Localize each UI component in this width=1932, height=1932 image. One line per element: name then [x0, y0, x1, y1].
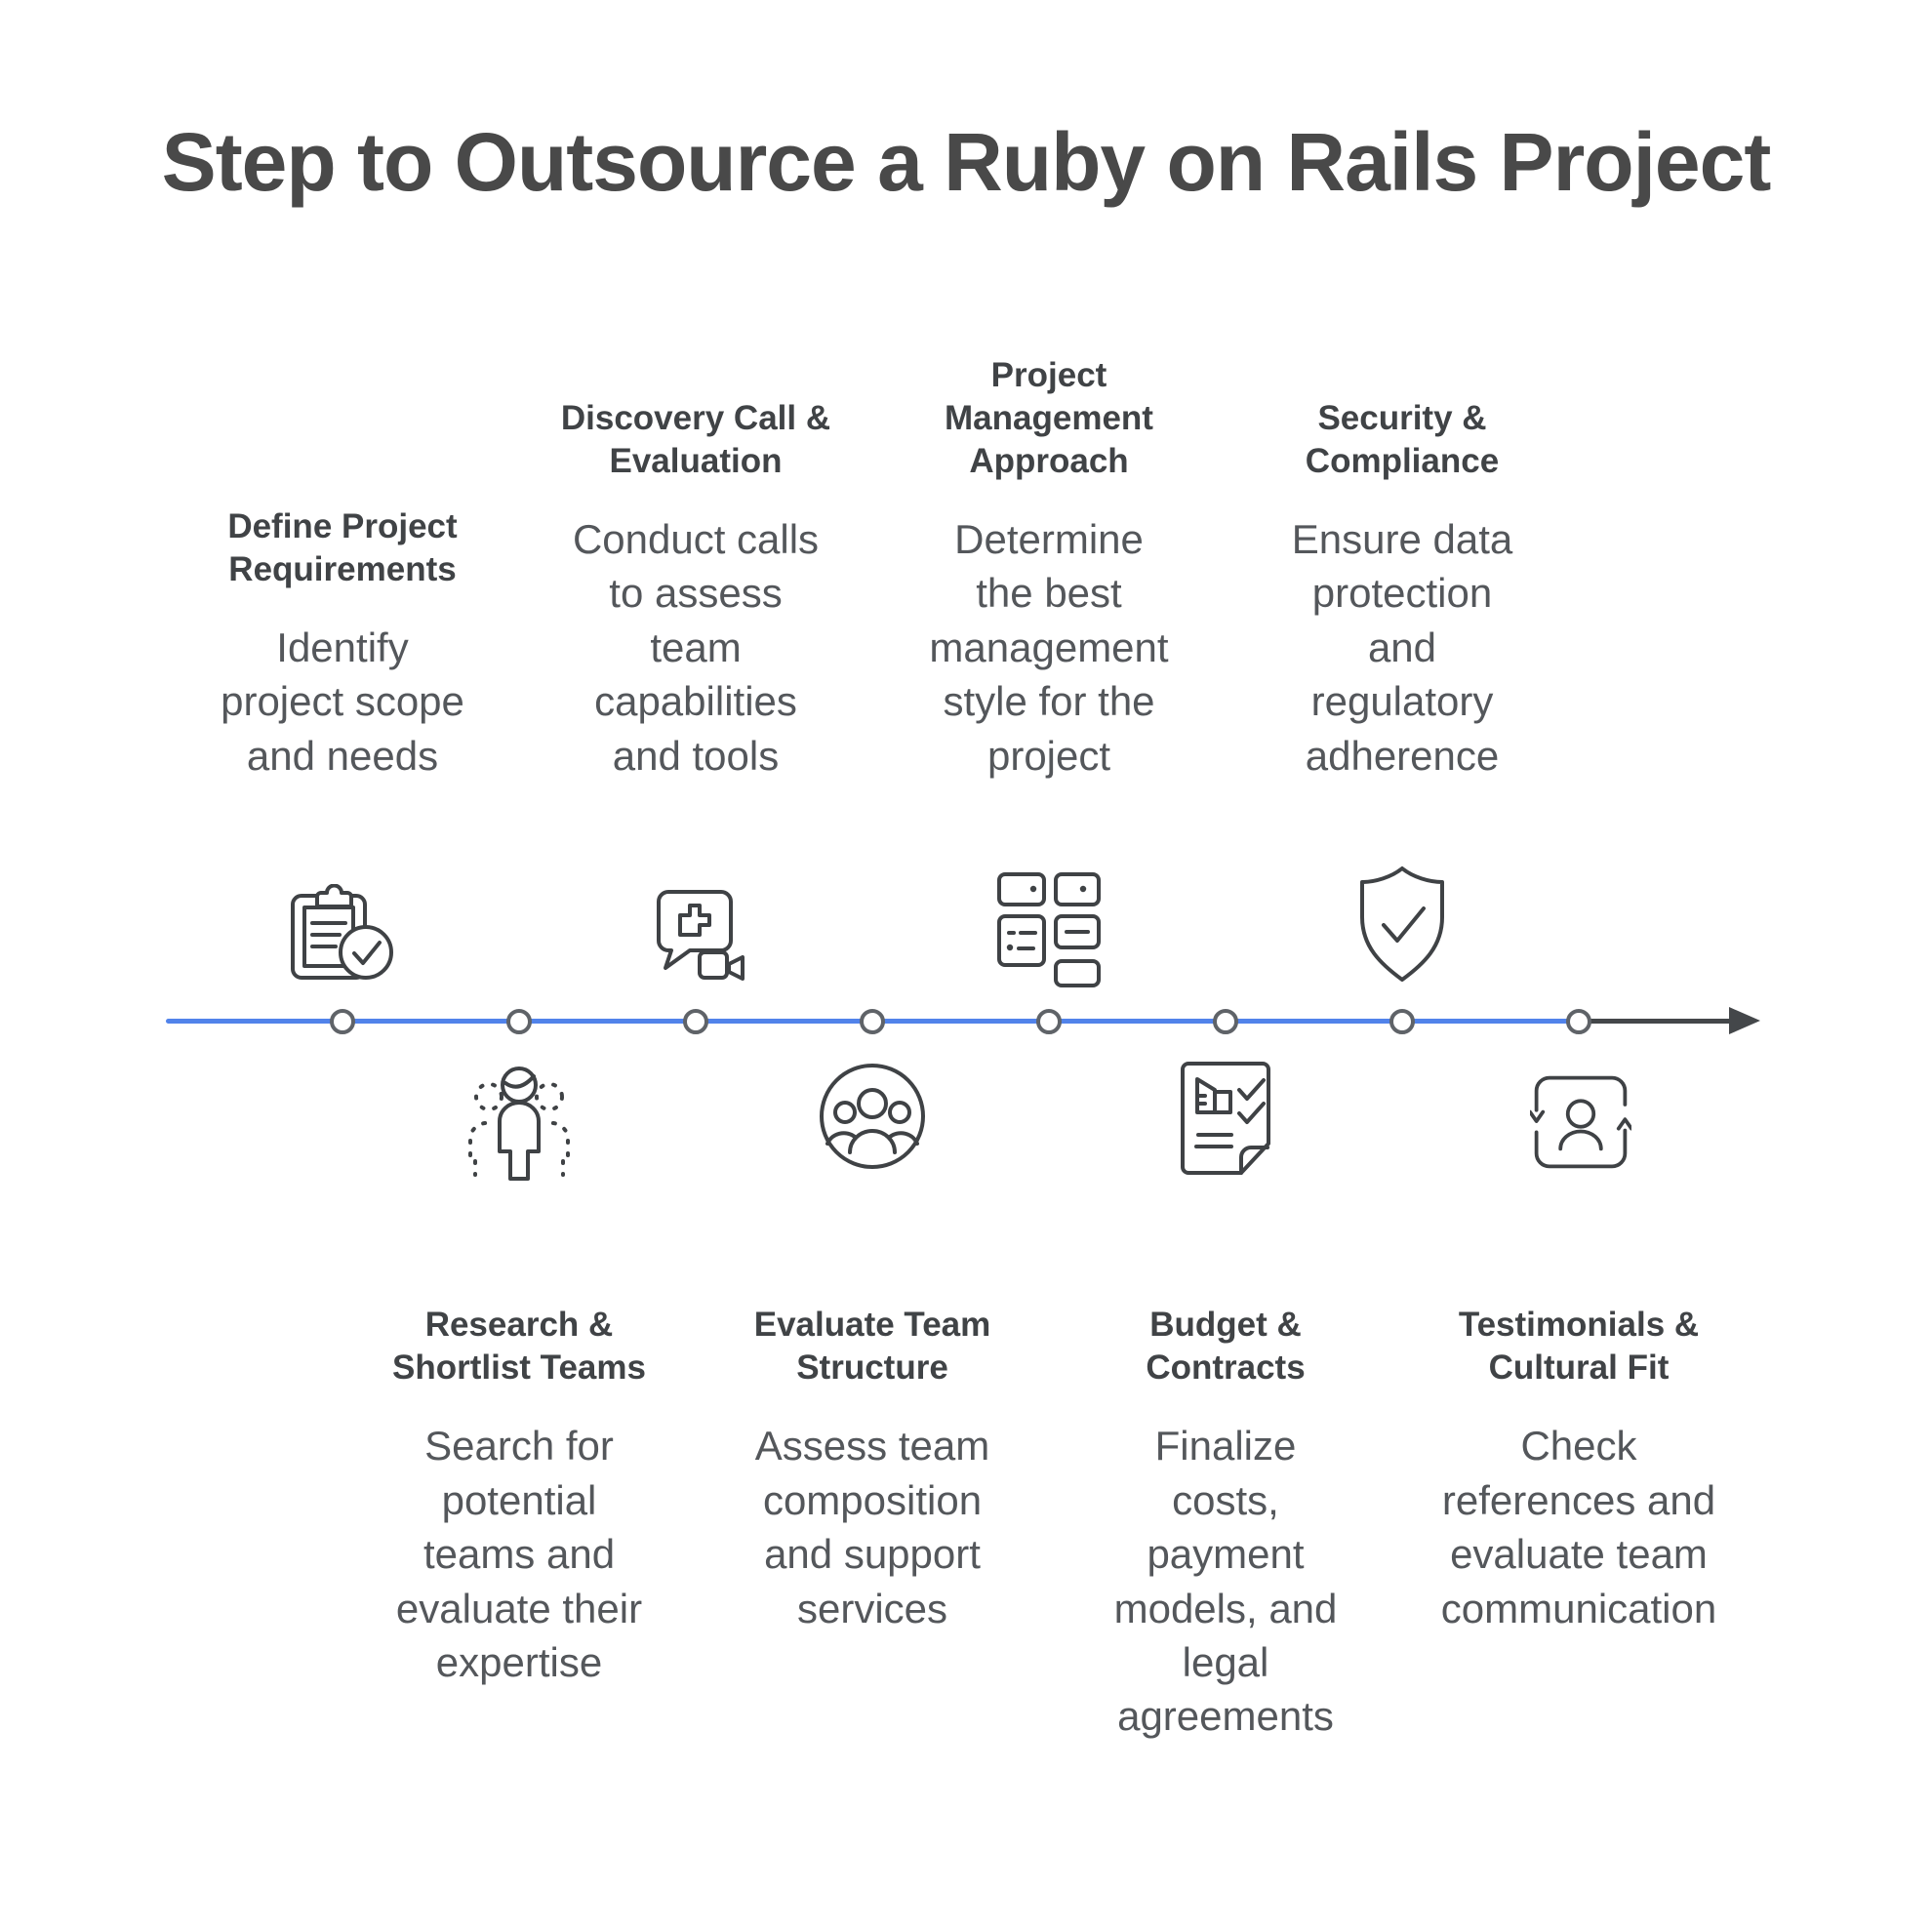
step-4-text: Evaluate Team Structure Assess team comp…	[677, 1304, 1067, 1635]
step-7-title: Security & Compliance	[1305, 398, 1500, 480]
step-4-body: Assess team composition and support serv…	[754, 1423, 990, 1631]
timeline-node-3	[683, 1009, 708, 1034]
step-1-text: Define Project Requirements Identify pro…	[147, 322, 538, 783]
timeline-arrowhead-icon	[1729, 1007, 1760, 1034]
step-7-body: Ensure data protection and regulatory ad…	[1291, 515, 1513, 779]
step-8-body: Check references and evaluate team commu…	[1440, 1423, 1717, 1631]
step-2-body: Search for potential teams and evaluate …	[395, 1423, 643, 1685]
step-2-text: Research & Shortlist Teams Search for po…	[324, 1304, 714, 1689]
team-search-icon	[464, 1060, 574, 1183]
timeline-node-5	[1036, 1009, 1062, 1034]
step-1-body: Identify project scope and needs	[221, 624, 464, 779]
step-5-title: Project Management Approach	[945, 355, 1153, 480]
step-8-title: Testimonials & Cultural Fit	[1458, 1306, 1700, 1388]
timeline-line-end	[1579, 1019, 1732, 1024]
step-3-title: Discovery Call & Evaluation	[560, 398, 831, 480]
timeline-node-8	[1566, 1009, 1591, 1034]
step-8-text: Testimonials & Cultural Fit Check refere…	[1384, 1304, 1774, 1635]
video-call-icon	[643, 888, 748, 986]
timeline-node-2	[506, 1009, 532, 1034]
timeline-node-6	[1213, 1009, 1238, 1034]
step-4-title: Evaluate Team Structure	[753, 1306, 991, 1388]
step-6-text: Budget & Contracts Finalize costs, payme…	[1030, 1304, 1421, 1744]
step-6-body: Finalize costs, payment models, and lega…	[1113, 1423, 1338, 1740]
shield-check-icon	[1356, 865, 1448, 989]
timeline-node-1	[330, 1009, 355, 1034]
step-3-body: Conduct calls to assess team capabilitie…	[572, 515, 820, 779]
step-1-title: Define Project Requirements	[227, 506, 458, 588]
team-circle-icon	[818, 1062, 927, 1171]
clipboard-check-icon	[289, 884, 396, 984]
step-6-title: Budget & Contracts	[1146, 1306, 1306, 1388]
step-5-body: Determine the best management style for …	[929, 515, 1169, 779]
step-3-text: Discovery Call & Evaluation Conduct call…	[501, 322, 891, 783]
kanban-cards-icon	[997, 872, 1101, 987]
step-7-text: Security & Compliance Ensure data protec…	[1207, 322, 1597, 783]
step-5-text: Project Management Approach Determine th…	[854, 322, 1244, 783]
step-2-title: Research & Shortlist Teams	[392, 1306, 646, 1388]
person-sync-icon	[1530, 1071, 1631, 1173]
timeline-node-4	[860, 1009, 885, 1034]
contract-checklist-icon	[1173, 1060, 1278, 1179]
page-title: Step to Outsource a Ruby on Rails Projec…	[161, 116, 1772, 208]
timeline-node-7	[1389, 1009, 1415, 1034]
